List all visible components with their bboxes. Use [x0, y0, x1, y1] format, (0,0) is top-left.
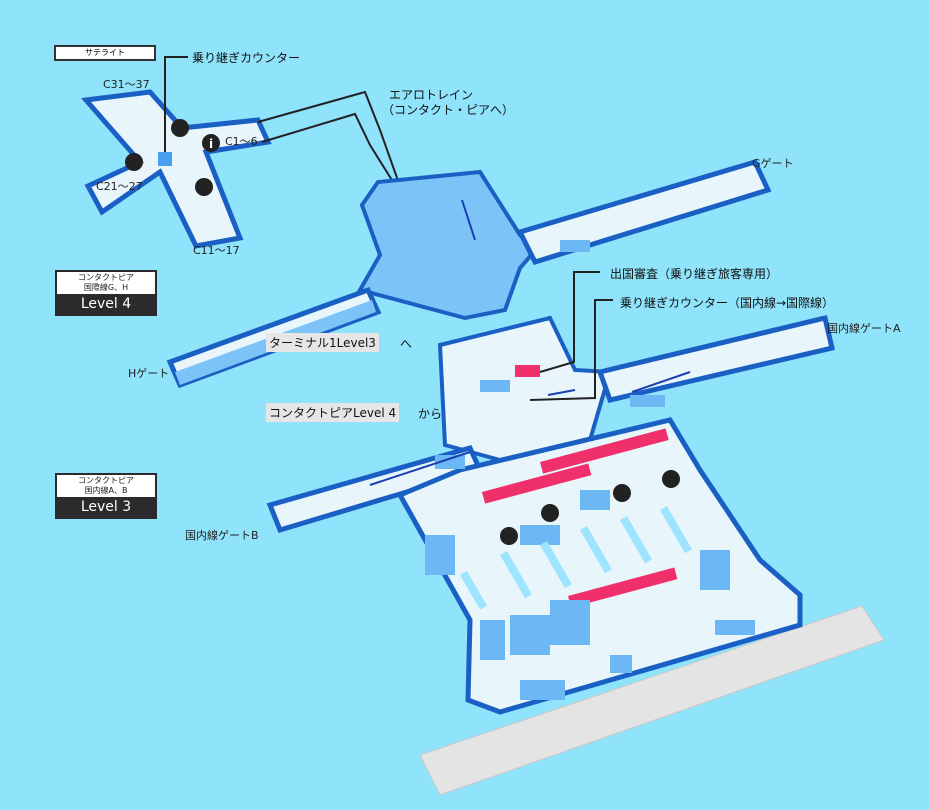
leader-line	[529, 299, 613, 401]
info-icon: i	[202, 134, 220, 152]
gate-a-label: 国内線ゲートA	[827, 322, 901, 335]
satellite-title: サテライト	[54, 45, 156, 61]
gate-label: C1～6	[225, 135, 258, 148]
aerotrain-label: エアロトレイン	[389, 88, 474, 102]
satellite-transfer-counter-label: 乗り継ぎカウンター	[192, 51, 301, 65]
pier-name: コンタクトピア	[78, 476, 134, 485]
lounge-icon	[125, 119, 631, 522]
from-level4-label: コンタクトピアLevel 4	[266, 403, 400, 422]
gate-label: C31～37	[103, 78, 150, 91]
level3-badge: コンタクトピア国内線A、B Level 3	[55, 473, 157, 519]
pier-a	[596, 314, 836, 403]
aerotrain-line	[257, 90, 413, 221]
to-level3-label: ターミナル1Level3	[266, 333, 379, 352]
level4-hub	[356, 169, 567, 321]
check-in-counters	[482, 428, 678, 608]
immigration-counter	[515, 365, 540, 377]
pier-g	[516, 158, 772, 266]
svg-text:i: i	[209, 137, 213, 151]
walkway-arrows	[369, 199, 691, 486]
gate-label: C11～17	[193, 244, 240, 257]
leader-line	[539, 271, 600, 373]
pier-gates: 国際線G、H	[83, 283, 129, 292]
from-level4-suffix: から	[418, 407, 443, 421]
pier-gates: 国内線A、B	[84, 486, 128, 495]
to-level3-suffix: へ	[400, 337, 413, 351]
shop-blocks	[425, 240, 755, 700]
level-number: Level 4	[80, 296, 132, 312]
satellite-transfer-counter	[158, 152, 172, 166]
gate-label: C21～27	[96, 180, 143, 193]
seating-rows	[460, 506, 692, 610]
gate-b-label: 国内線ゲートB	[185, 529, 259, 542]
leader-line	[164, 56, 188, 152]
road	[419, 605, 885, 796]
level3-hub	[437, 315, 613, 463]
restroom-icon	[500, 470, 680, 545]
level-number: Level 3	[80, 499, 132, 515]
level4-badge: コンタクトピア国際線G、H Level 4	[55, 270, 157, 316]
aerotrain-sublabel: （コンタクト・ピアへ）	[382, 103, 515, 117]
gate-h-label: Hゲート	[128, 367, 170, 380]
level3-transfer-counter-label: 乗り継ぎカウンター（国内線→国際線）	[620, 296, 835, 310]
immigration-label: 出国審査（乗り継ぎ旅客専用）	[610, 267, 779, 281]
gate-g-label: Gゲート	[752, 157, 794, 170]
pier-name: コンタクトピア	[78, 273, 134, 282]
satellite-building	[81, 89, 272, 249]
